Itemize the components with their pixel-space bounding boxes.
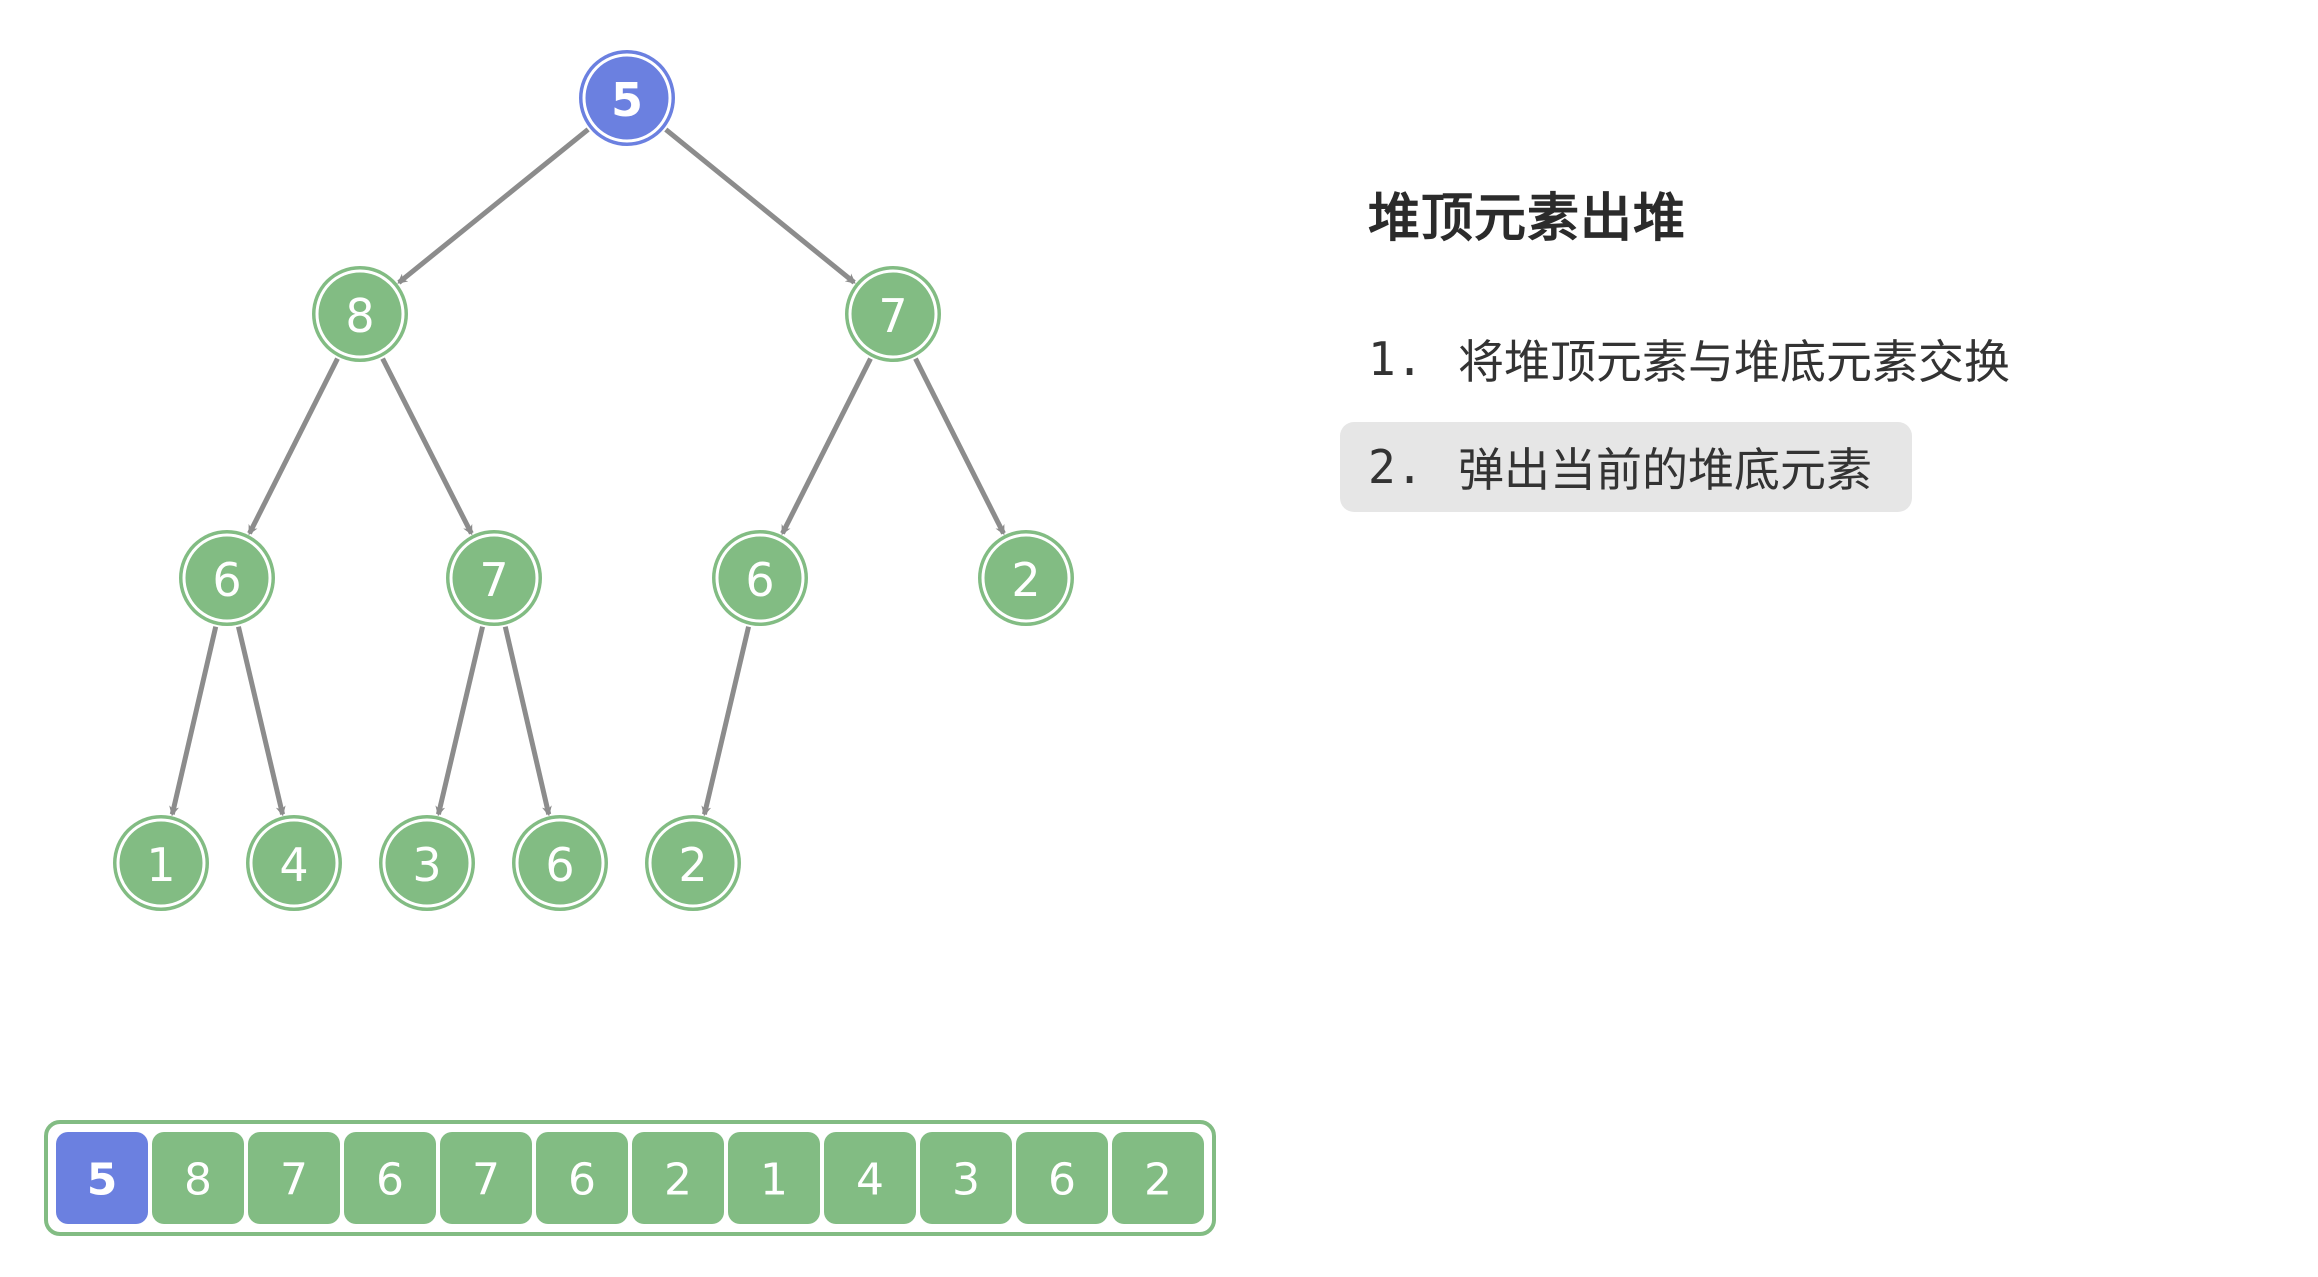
tree-node-root: 5	[579, 50, 675, 146]
node-value: 4	[279, 838, 308, 892]
tree-edge	[380, 357, 474, 536]
step-item-2: 2. 弹出当前的堆底元素	[1340, 422, 1912, 512]
tree-node: 2	[978, 530, 1074, 626]
step-number: 1.	[1368, 332, 1424, 386]
node-circle	[648, 818, 738, 908]
tree-node: 6	[712, 530, 808, 626]
node-value: 7	[479, 553, 508, 607]
array-cell-value: 6	[568, 1155, 596, 1206]
tree-edge	[435, 626, 485, 817]
node-value: 1	[146, 838, 175, 892]
tree-edge	[169, 626, 219, 817]
tree-node: 1	[113, 815, 209, 911]
array-cell	[920, 1132, 1012, 1224]
node-circle	[449, 533, 539, 623]
array-cell-value: 6	[1048, 1155, 1076, 1206]
tree-node: 6	[179, 530, 275, 626]
array-cell	[1112, 1132, 1204, 1224]
array-cell	[152, 1132, 244, 1224]
node-circle	[382, 818, 472, 908]
node-circle	[848, 269, 938, 359]
tree-edge	[701, 626, 751, 817]
node-value: 2	[678, 838, 707, 892]
tree-edge	[397, 127, 590, 285]
array-cell	[824, 1132, 916, 1224]
array-cell	[1016, 1132, 1108, 1224]
node-value: 6	[212, 553, 241, 607]
array-cell-value: 5	[87, 1155, 118, 1206]
node-circle	[249, 818, 339, 908]
step-number: 2.	[1368, 440, 1424, 494]
array-cell-value: 1	[760, 1155, 788, 1206]
tree-node: 3	[379, 815, 475, 911]
array-cell	[344, 1132, 436, 1224]
tree-node: 7	[446, 530, 542, 626]
array-cell-value: 3	[952, 1155, 980, 1206]
array-cell-highlight	[56, 1132, 148, 1224]
array-cell	[632, 1132, 724, 1224]
array-cell-value: 6	[376, 1155, 404, 1206]
node-circle	[515, 818, 605, 908]
heap-array: 5 8 7 6 7 6 2 1 4 3 6 2	[44, 1120, 1216, 1236]
array-cell-value: 2	[1144, 1155, 1172, 1206]
array-cell-value: 7	[280, 1155, 308, 1206]
array-cell-value: 4	[856, 1155, 884, 1206]
section-title: 堆顶元素出堆	[1368, 189, 1687, 249]
array-cell-value: 7	[472, 1155, 500, 1206]
node-value: 2	[1011, 553, 1040, 607]
tree-edge	[247, 357, 340, 536]
array-cell	[536, 1132, 628, 1224]
array-cell	[248, 1132, 340, 1224]
node-circle	[182, 533, 272, 623]
tree-node: 8	[312, 266, 408, 362]
array-cell	[728, 1132, 820, 1224]
tree-edge	[913, 357, 1006, 536]
tree-edges	[169, 127, 1006, 817]
array-cell	[440, 1132, 532, 1224]
tree-edge	[664, 127, 856, 285]
node-circle	[715, 533, 805, 623]
tree-nodes: 5 8 7 6 7 6 2 1 4 3 6 2	[113, 50, 1074, 911]
node-circle	[981, 533, 1071, 623]
step-text: 将堆顶元素与堆底元素交换	[1458, 335, 2010, 389]
node-value: 6	[745, 553, 774, 607]
array-cell-value: 2	[664, 1155, 692, 1206]
node-value: 5	[611, 73, 643, 127]
tree-node: 6	[512, 815, 608, 911]
step-text: 弹出当前的堆底元素	[1458, 443, 1872, 497]
tree-edge	[236, 626, 286, 817]
node-circle	[116, 818, 206, 908]
step-item-1: 1. 将堆顶元素与堆底元素交换	[1340, 314, 2050, 404]
tree-edge	[780, 357, 873, 536]
node-value: 6	[545, 838, 574, 892]
node-value: 3	[412, 838, 441, 892]
tree-node: 2	[645, 815, 741, 911]
node-circle	[582, 53, 672, 143]
tree-node: 4	[246, 815, 342, 911]
array-cell-value: 8	[184, 1155, 212, 1206]
node-value: 8	[345, 289, 374, 343]
tree-node: 7	[845, 266, 941, 362]
tree-edge	[502, 626, 552, 817]
node-value: 7	[878, 289, 907, 343]
node-circle	[315, 269, 405, 359]
